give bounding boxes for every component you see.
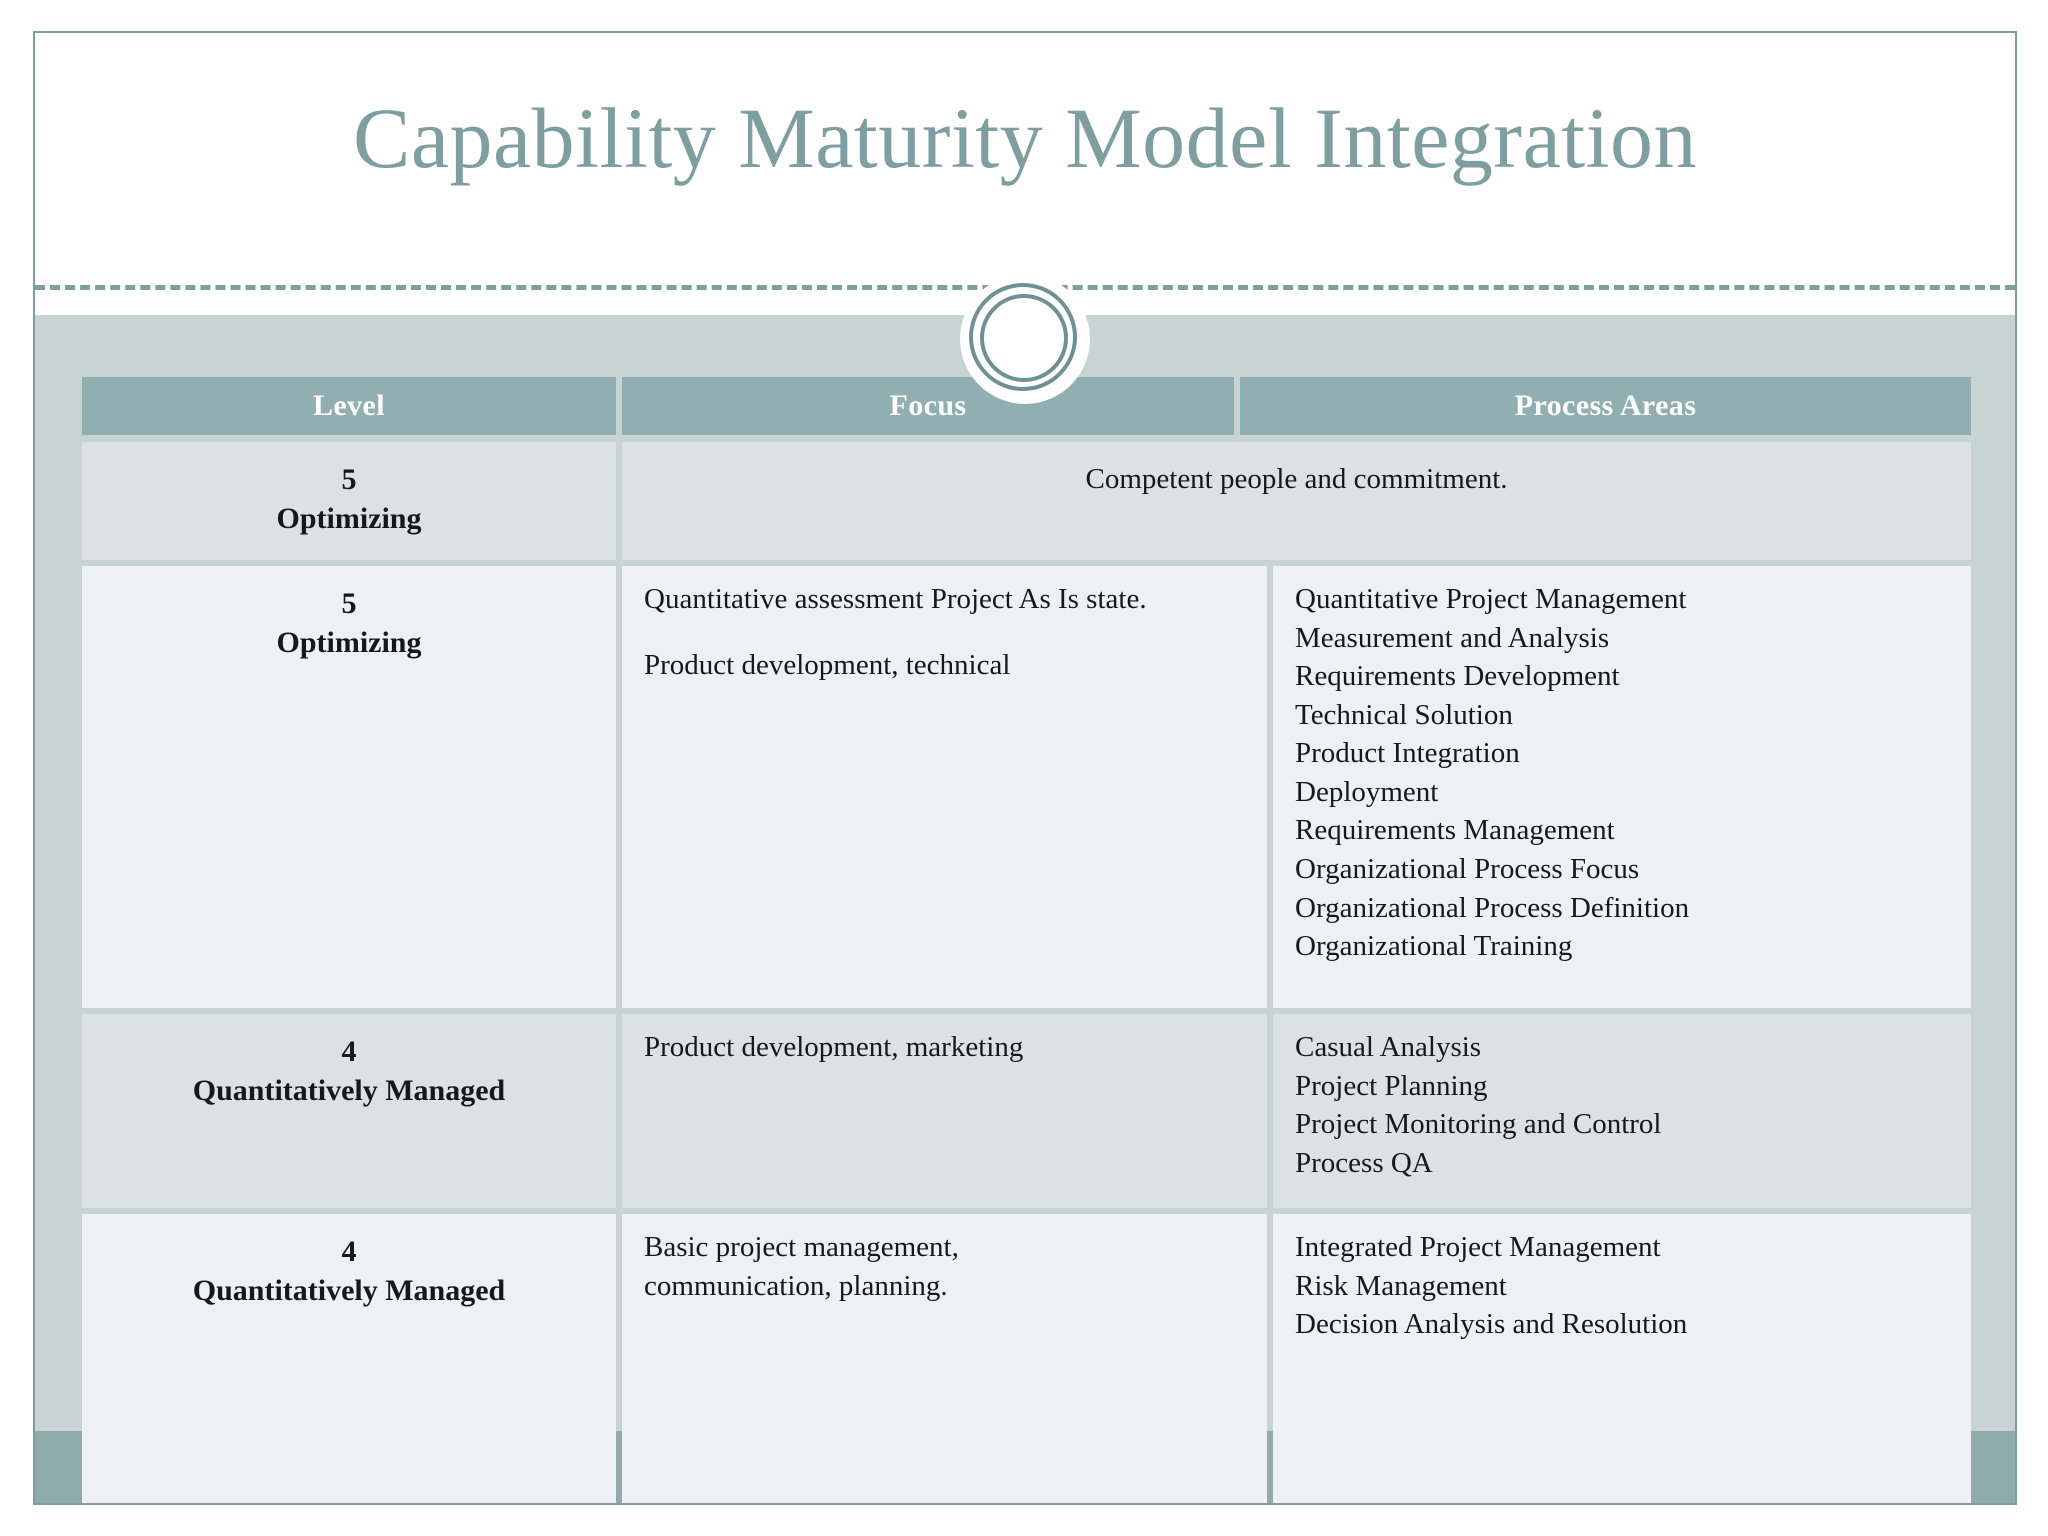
level-number: 4 (341, 1035, 357, 1068)
table-row: 5 Optimizing Competent people and commit… (82, 442, 1971, 560)
column-header-level: Level (82, 377, 616, 435)
level-number: 5 (341, 587, 357, 620)
cell-level: 5 Optimizing (82, 442, 616, 560)
ornament-ring-outer (969, 283, 1077, 391)
focus-line: communication, planning. (644, 1269, 948, 1302)
slide-canvas: Capability Maturity Model Integration Le… (33, 31, 2017, 1505)
process-area-item: Casual Analysis (1295, 1031, 1482, 1063)
level-name: Optimizing (276, 626, 422, 659)
page-title: Capability Maturity Model Integration (352, 90, 1698, 186)
table-header-row: Level Focus Process Areas (82, 377, 1971, 435)
level-number: 5 (341, 463, 357, 496)
level-number: 4 (341, 1235, 357, 1268)
focus-line: Quantitative assessment Project As Is st… (644, 583, 1147, 615)
focus-line: Product development, marketing (644, 1031, 1024, 1063)
process-area-item: Technical Solution (1295, 698, 1513, 731)
title-band: Capability Maturity Model Integration (35, 33, 2015, 285)
process-area-item: Requirements Management (1295, 814, 1615, 847)
cell-level: 5 Optimizing (82, 566, 616, 1008)
cell-focus: Product development, marketing (622, 1014, 1267, 1208)
focus-line: Product development, technical (644, 649, 1011, 682)
focus-line: Basic project management, (644, 1231, 959, 1263)
cell-merged-note: Competent people and commitment. (622, 442, 1971, 560)
double-circle-ornament-icon (960, 274, 1090, 404)
process-area-item: Deployment (1295, 775, 1439, 808)
process-area-item: Decision Analysis and Resolution (1295, 1308, 1688, 1341)
process-area-item: Process QA (1295, 1146, 1433, 1179)
process-area-item: Organizational Training (1295, 930, 1573, 963)
process-area-item: Project Monitoring and Control (1295, 1108, 1662, 1141)
cell-process-areas: Integrated Project Management Risk Manag… (1273, 1214, 1971, 1503)
cmmi-table: Level Focus Process Areas 5 Optimizing C… (82, 377, 1971, 1503)
process-area-item: Quantitative Project Management (1295, 583, 1687, 615)
process-area-item: Product Integration (1295, 737, 1520, 770)
cell-level: 4 Quantitatively Managed (82, 1014, 616, 1208)
table-row: 4 Quantitatively Managed Product develop… (82, 1014, 1971, 1208)
level-name: Quantitatively Managed (192, 1074, 506, 1107)
level-name: Optimizing (276, 502, 422, 535)
cell-focus: Basic project management, communication,… (622, 1214, 1267, 1503)
process-area-item: Organizational Process Focus (1295, 852, 1640, 885)
process-area-item: Requirements Development (1295, 660, 1620, 693)
column-header-process-areas: Process Areas (1240, 377, 1971, 435)
process-area-item: Organizational Process Definition (1295, 891, 1690, 924)
cell-level: 4 Quantitatively Managed (82, 1214, 616, 1503)
table-row: 5 Optimizing Quantitative assessment Pro… (82, 566, 1971, 1008)
ornament-ring-inner (980, 294, 1068, 382)
process-area-item: Project Planning (1295, 1069, 1488, 1102)
table-row: 4 Quantitatively Managed Basic project m… (82, 1214, 1971, 1503)
process-area-item: Measurement and Analysis (1295, 621, 1610, 654)
cell-process-areas: Quantitative Project Management Measurem… (1273, 566, 1971, 1008)
focus-spacer (644, 619, 1249, 647)
process-area-item: Integrated Project Management (1295, 1231, 1661, 1263)
level-name: Quantitatively Managed (192, 1274, 506, 1307)
column-header-focus: Focus (622, 377, 1234, 435)
cell-process-areas: Casual Analysis Project Planning Project… (1273, 1014, 1971, 1208)
process-area-item: Risk Management (1295, 1269, 1507, 1302)
cell-focus: Quantitative assessment Project As Is st… (622, 566, 1267, 1008)
